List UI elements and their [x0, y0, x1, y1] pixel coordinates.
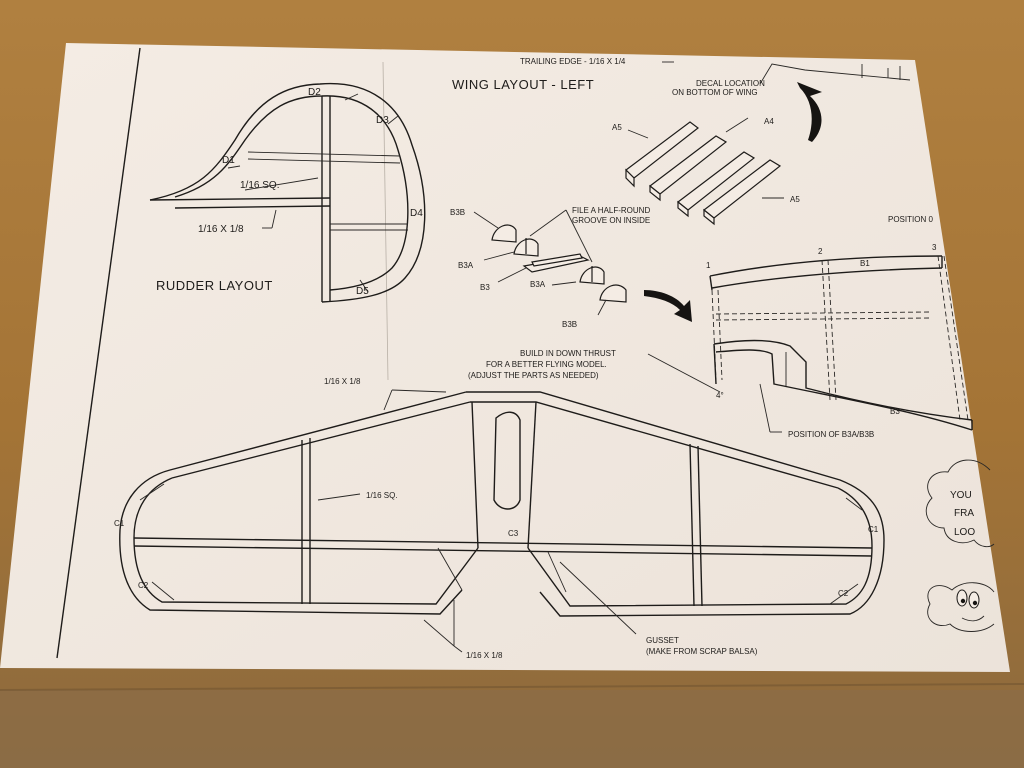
- label-d1: D1: [222, 155, 235, 166]
- cartoon-text-2: FRA: [954, 508, 974, 519]
- label-four-degrees: 4°: [716, 391, 724, 400]
- center-guide: [382, 61, 389, 381]
- label-d3: D3: [376, 115, 389, 126]
- cartoon-text-1: YOU: [950, 490, 972, 501]
- label-stab-sixteenth-x-eighth-top: 1/16 X 1/8: [324, 377, 361, 386]
- curved-arrow-icon: [797, 82, 822, 142]
- label-pos-2: 2: [818, 247, 823, 256]
- label-build-line1: BUILD IN DOWN THRUST: [520, 349, 616, 358]
- label-gusset-line1: GUSSET: [646, 636, 679, 645]
- label-decal-line2: ON BOTTOM OF WING: [672, 88, 758, 97]
- label-build-line3: (ADJUST THE PARTS AS NEEDED): [468, 371, 599, 380]
- label-b1: B1: [860, 259, 870, 268]
- workbench-edge: [0, 690, 1024, 768]
- label-c1-right: C1: [868, 525, 879, 534]
- label-rudder-sixteenth-x-eighth: 1/16 X 1/8: [198, 224, 244, 235]
- label-d4: D4: [410, 208, 423, 219]
- label-pos-1: 1: [706, 261, 711, 270]
- label-build-line2: FOR A BETTER FLYING MODEL.: [486, 360, 607, 369]
- stabilizer-drawing: [119, 389, 885, 653]
- label-b3b-top: B3B: [450, 208, 465, 217]
- label-decal-line1: DECAL LOCATION: [696, 79, 765, 88]
- label-b3a-left: B3A: [458, 261, 474, 270]
- label-position-0: POSITION 0: [888, 215, 933, 224]
- wing-side-drawing: [647, 255, 973, 433]
- label-file-groove-line2: GROOVE ON INSIDE: [572, 216, 650, 225]
- label-d2: D2: [308, 87, 321, 98]
- label-position-b3a-b3b: POSITION OF B3A/B3B: [788, 430, 874, 439]
- label-stab-sixteenth-sq: 1/16 SQ.: [366, 491, 398, 500]
- label-gusset-line2: (MAKE FROM SCRAP BALSA): [646, 647, 758, 656]
- curved-arrow-icon: [644, 290, 692, 322]
- label-b3a-right: B3A: [530, 280, 546, 289]
- parts-b3: [491, 224, 627, 303]
- margin-line: [56, 47, 141, 659]
- label-c3: C3: [508, 529, 519, 538]
- ribs-a4-a5: [625, 121, 782, 226]
- plan-sheet: [0, 43, 1010, 672]
- label-a5-right: A5: [790, 195, 800, 204]
- label-file-groove-line1: FILE A HALF-ROUND: [572, 206, 650, 215]
- wing-layout-title: WING LAYOUT - LEFT: [452, 77, 594, 92]
- wing-tip-outline: [759, 63, 911, 85]
- label-rudder-sixteenth-sq: 1/16 SQ.: [240, 180, 279, 191]
- rudder-drawing: [149, 82, 426, 303]
- label-c1-left: C1: [114, 519, 125, 528]
- label-d5: D5: [356, 286, 369, 297]
- label-pos-3: 3: [932, 243, 937, 252]
- label-b3-wing: B3: [890, 407, 900, 416]
- label-c2-left: C2: [138, 581, 149, 590]
- cartoon-text-3: LOO: [954, 527, 975, 538]
- rudder-layout-title: RUDDER LAYOUT: [156, 278, 273, 293]
- workbench-seam: [0, 683, 1024, 691]
- cartoon-face: [927, 582, 995, 632]
- label-stab-sixteenth-x-eighth-bottom: 1/16 X 1/8: [466, 651, 503, 660]
- label-c2-right: C2: [838, 589, 849, 598]
- label-a5-left: A5: [612, 123, 622, 132]
- cartoon-cloud: [925, 459, 995, 548]
- label-trailing-edge: TRAILING EDGE - 1/16 X 1/4: [520, 57, 626, 66]
- label-b3b-bottom: B3B: [562, 320, 577, 329]
- label-b3: B3: [480, 283, 490, 292]
- label-a4: A4: [764, 117, 774, 126]
